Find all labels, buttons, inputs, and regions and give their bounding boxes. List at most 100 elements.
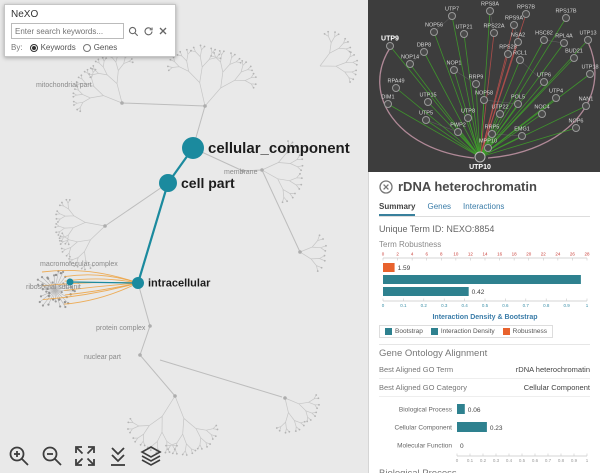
gene-node[interactable]: UTP22 [491,105,509,118]
ontology-node-intracellular[interactable]: intracellular [132,277,211,290]
term-label[interactable]: protein complex [96,325,146,332]
ontology-node-cellular-component[interactable]: cellular_component [182,137,350,159]
gene-node[interactable]: UTP5 [419,111,433,124]
close-panel-icon[interactable] [379,179,393,194]
search-panel: NeXO By: Keywords Genes [4,4,176,57]
svg-text:HSC82: HSC82 [535,31,553,37]
svg-text:cellular_component: cellular_component [208,140,350,157]
term-label[interactable]: membrane [224,169,258,176]
term-label[interactable]: ribosomal subunit [26,284,81,291]
gene-node[interactable]: NAN1 [579,97,594,110]
gene-node[interactable]: RPS8A [481,2,499,15]
layers-button[interactable] [138,443,164,469]
term-label[interactable]: macromolecular complex [40,261,118,268]
gene-node[interactable]: RPS9A [505,16,523,29]
dense-term-cluster[interactable] [36,270,76,309]
gene-node[interactable]: RPS7B [517,5,535,18]
gene-node[interactable]: UTP18 [581,65,599,78]
svg-text:0.9: 0.9 [563,303,570,308]
svg-text:DIM1: DIM1 [381,95,394,101]
gene-node[interactable]: DIM1 [381,95,395,108]
svg-text:0.3: 0.3 [441,303,448,308]
svg-text:0.6: 0.6 [532,458,539,463]
search-input[interactable] [11,23,124,39]
gene-node[interactable]: UTP13 [579,31,597,44]
gene-node[interactable]: RPA49 [387,79,405,92]
gene-node[interactable]: RPS17B [555,9,577,22]
fit-to-screen-button[interactable] [72,443,98,469]
gene-node[interactable]: PWP2 [450,123,466,136]
gene-node[interactable]: RRP5 [485,125,500,138]
svg-text:14: 14 [482,252,488,257]
gene-node[interactable]: RRP9 [469,75,484,88]
svg-text:4: 4 [411,252,414,257]
gene-node[interactable]: MPP10 [479,139,497,152]
gene-node[interactable]: UTP4 [549,89,563,102]
detail-tabs: Summary Genes Interactions [379,200,590,217]
biological-process-heading: Biological Process [379,468,590,473]
gene-node[interactable]: NOP56 [425,23,443,36]
bundle-arc [379,47,475,159]
tab-genes[interactable]: Genes [427,202,452,211]
search-mode-keywords[interactable]: Keywords [29,43,76,52]
gene-node[interactable]: UTP7 [445,7,459,20]
svg-text:0.7: 0.7 [523,303,530,308]
svg-text:intracellular: intracellular [148,278,211,290]
radio-keywords[interactable] [29,43,38,52]
gene-node[interactable]: UTP10 [469,151,491,171]
gene-node[interactable]: UTP21 [455,25,473,38]
svg-text:0.23: 0.23 [490,425,503,432]
gene-node[interactable]: RPS22A [483,24,505,37]
bar [383,275,581,284]
svg-text:0.2: 0.2 [421,303,428,308]
term-label[interactable]: nuclear part [84,354,121,361]
svg-text:Interaction Density & Bootstra: Interaction Density & Bootstrap [432,314,537,321]
cluster-term-node[interactable] [66,278,74,286]
svg-text:UTP13: UTP13 [579,31,596,37]
collapse-tree-button[interactable] [105,443,131,469]
ontology-node-cell-part[interactable]: cell part [159,174,235,192]
gene-node[interactable]: NOP58 [475,91,493,104]
svg-text:UTP15: UTP15 [419,93,436,99]
gene-node[interactable]: UTP15 [419,93,437,106]
gene-node[interactable]: UTP9 [381,36,399,50]
gene-node[interactable]: NOP1 [447,61,462,74]
tab-summary[interactable]: Summary [379,200,416,216]
legend-swatch [385,328,392,335]
gene-node[interactable]: EMG1 [514,127,530,140]
reset-icon[interactable] [142,25,154,37]
zoom-out-button[interactable] [39,443,65,469]
gene-node[interactable]: RCL1 [513,51,527,64]
gene-node[interactable]: BUD21 [565,49,583,62]
gene-node[interactable]: NOC4 [534,105,550,118]
gene-node[interactable]: NOP6 [569,119,584,132]
gene-node[interactable]: HSC82 [535,31,553,44]
ontology-leaf-dots [54,30,359,456]
gene-node[interactable]: UTP8 [461,109,475,122]
unique-term-id: Unique Term ID: NEXO:8854 [379,224,495,234]
svg-text:POL5: POL5 [511,95,525,101]
svg-text:NOP58: NOP58 [475,91,493,97]
search-mode-genes[interactable]: Genes [82,43,117,52]
zoom-in-button[interactable] [6,443,32,469]
svg-text:0: 0 [382,303,385,308]
gene-node[interactable]: NSA2 [511,33,525,46]
gene-node[interactable]: POL5 [511,95,525,108]
tab-interactions[interactable]: Interactions [463,202,505,211]
gene-node[interactable]: RPL4A [555,34,573,47]
term-label[interactable]: mitochondrial part [36,82,92,89]
clear-search-icon[interactable] [157,25,169,37]
gene-node[interactable]: UTP6 [537,73,551,86]
svg-text:RPS17B: RPS17B [555,9,576,15]
search-icon[interactable] [127,25,139,37]
gene-node[interactable]: DBP8 [417,43,431,56]
search-by-label: By: [11,43,23,52]
app-title: NeXO [11,9,39,20]
radio-genes[interactable] [82,43,91,52]
svg-text:UTP10: UTP10 [469,164,491,171]
gene-node[interactable]: NOP14 [401,55,419,68]
gene-node[interactable]: RPS28 [499,45,517,58]
